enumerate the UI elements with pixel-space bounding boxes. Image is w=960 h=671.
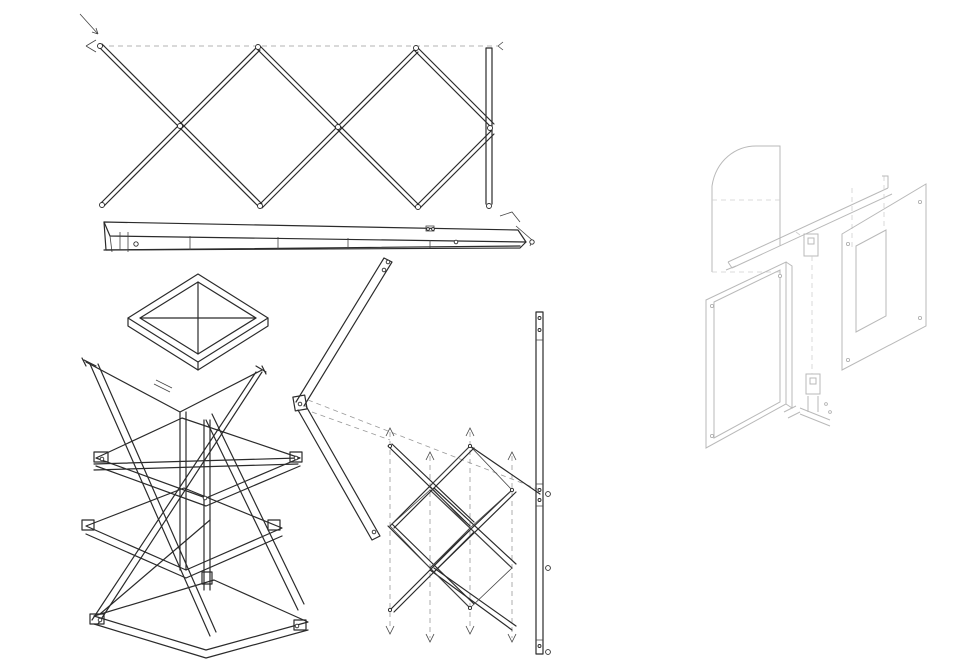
folding-arm-detail bbox=[292, 257, 541, 541]
vertical-post bbox=[535, 311, 551, 655]
base-beam bbox=[103, 211, 535, 253]
scissor-members bbox=[97, 43, 495, 209]
pivot-pins bbox=[97, 43, 493, 210]
crossed-stand-axonometric bbox=[81, 357, 309, 659]
square-frame-module bbox=[127, 273, 269, 371]
scissor-truss-elevation bbox=[79, 13, 535, 253]
panel-assembly-exploded bbox=[705, 145, 927, 449]
scissor-stack-exploded bbox=[385, 427, 541, 643]
